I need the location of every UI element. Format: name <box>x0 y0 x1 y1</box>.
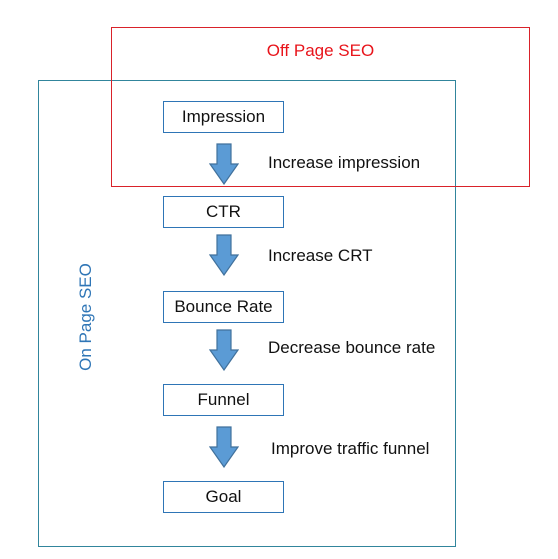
note-increase-crt: Increase CRT <box>268 246 373 265</box>
step-bounce-rate: Bounce Rate <box>163 291 284 323</box>
down-arrow-icon <box>209 329 239 371</box>
down-arrow-icon <box>209 143 239 185</box>
note-decrease-bounce-rate: Decrease bounce rate <box>268 338 436 357</box>
step-impression: Impression <box>163 101 284 133</box>
note-increase-impression: Increase impression <box>268 153 421 172</box>
step-ctr: CTR <box>163 196 284 228</box>
down-arrow-icon <box>209 426 239 468</box>
note-improve-traffic-funnel: Improve traffic funnel <box>271 439 430 458</box>
step-funnel: Funnel <box>163 384 284 416</box>
on-page-seo-region <box>38 80 456 547</box>
step-goal: Goal <box>163 481 284 513</box>
on-page-seo-title: On Page SEO <box>76 263 95 371</box>
off-page-seo-region <box>111 27 530 187</box>
down-arrow-icon <box>209 234 239 276</box>
off-page-seo-title: Off Page SEO <box>266 41 375 60</box>
